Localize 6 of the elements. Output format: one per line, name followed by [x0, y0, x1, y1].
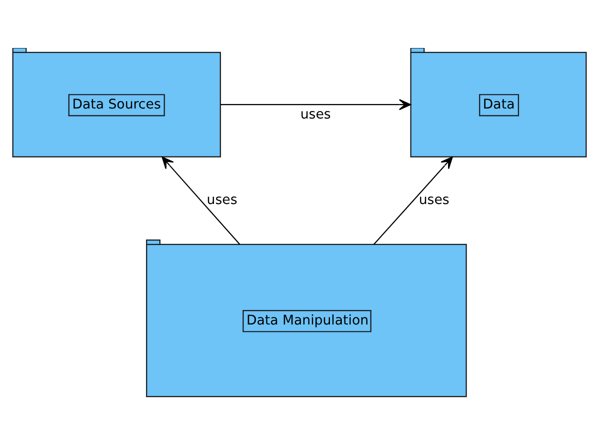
- edge-label: uses: [418, 192, 450, 208]
- arrow: [162, 156, 240, 244]
- edge-label: uses: [206, 192, 238, 208]
- arrow: [220, 98, 412, 110]
- arrow: [373, 156, 453, 244]
- edge-label: uses: [300, 107, 331, 122]
